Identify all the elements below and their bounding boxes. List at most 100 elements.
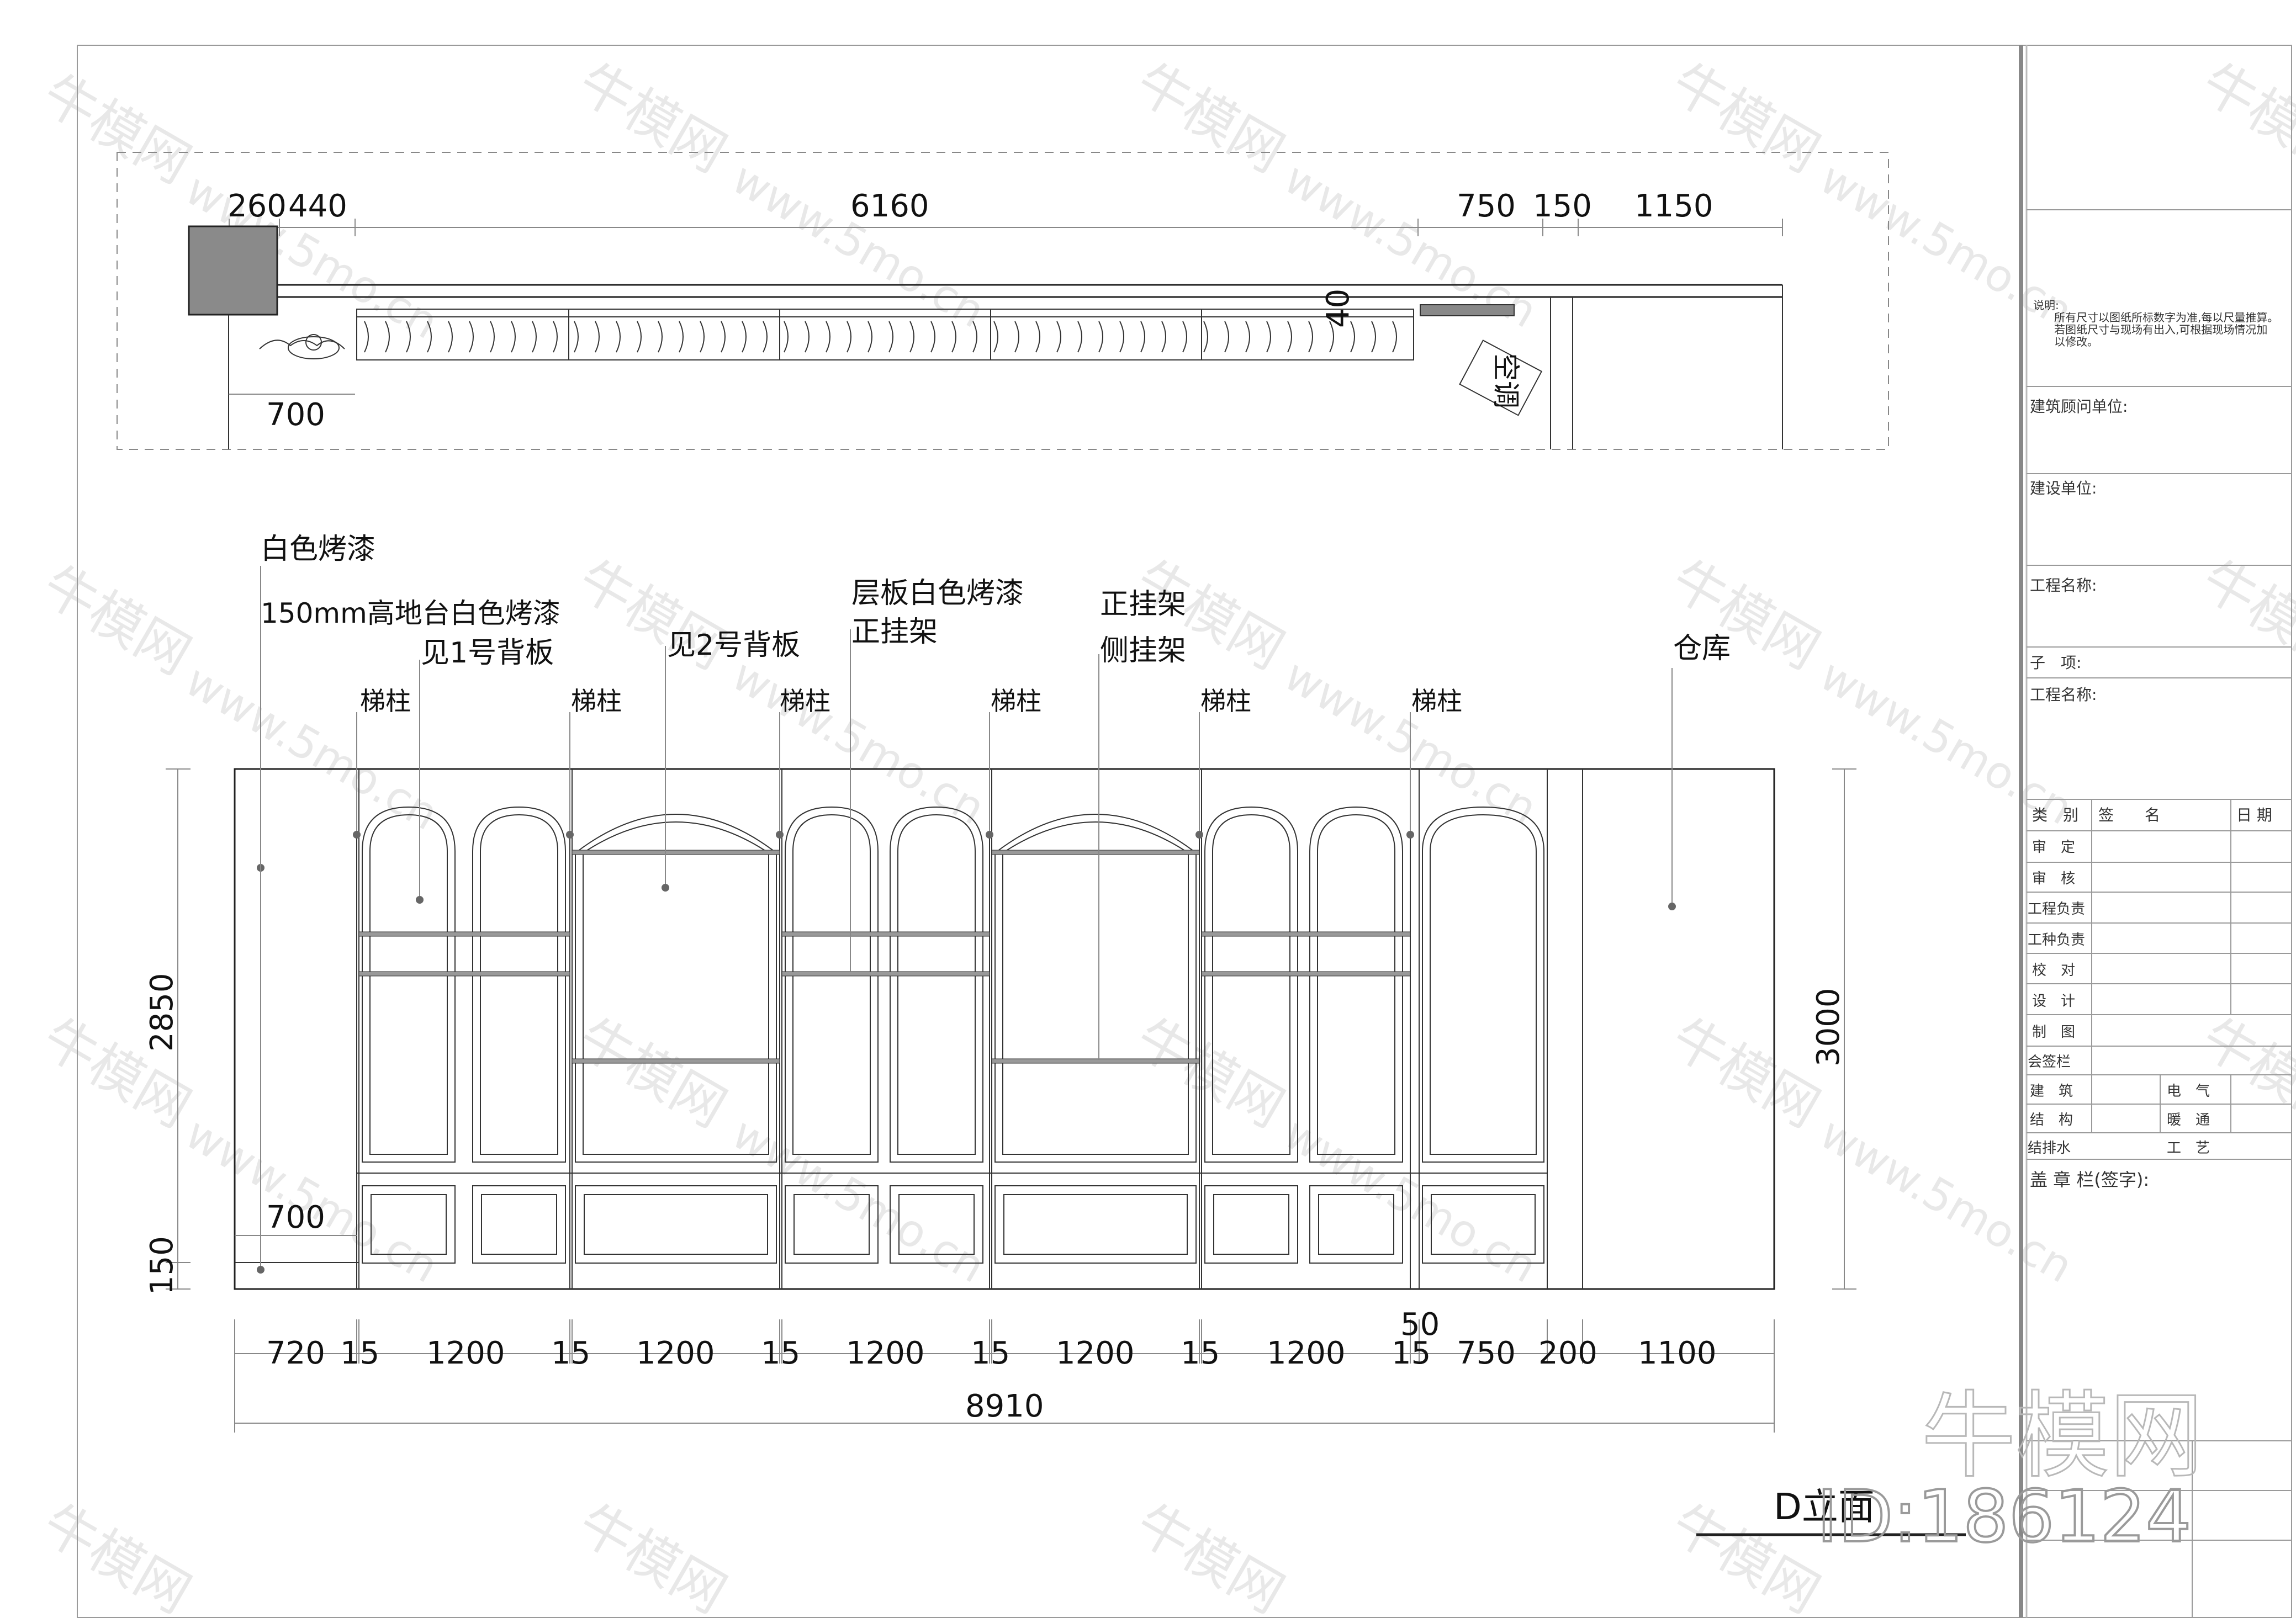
callout-leaders <box>257 566 1676 1274</box>
elev-dim-bottom: 750 <box>1457 1335 1516 1371</box>
plan-hangers <box>364 321 1397 353</box>
plan-mannequin-symbol <box>259 334 345 359</box>
arched-panel-inner <box>1212 814 1290 1155</box>
arched-panel-inner <box>792 814 871 1155</box>
callout-platform: 150mm高地台白色烤漆 <box>261 597 560 629</box>
title-note-line: 所有尺寸以图纸所标数字为准,每以尺量推算。 <box>2054 311 2278 324</box>
hanger-mark <box>364 321 369 353</box>
arched-panel-inner <box>480 814 558 1155</box>
hanger-mark <box>1182 321 1187 353</box>
hanger-mark <box>888 321 893 353</box>
elevation-panels <box>357 806 1547 1264</box>
hanger-mark <box>847 321 851 353</box>
hanger-mark <box>637 321 642 353</box>
elev-dim-50: 50 <box>1400 1307 1440 1343</box>
sign-row: 制 图 <box>2032 1024 2075 1041</box>
field-project: 工程名称: <box>2030 576 2097 595</box>
hanger-mark <box>1119 321 1124 353</box>
hanger-mark <box>1392 321 1397 353</box>
watermark-stamp-logo: 牛模网 <box>1922 1382 2203 1491</box>
watermark-logo-text: 牛模网 <box>1126 1492 1294 1623</box>
callout-white-paint: 白色烤漆 <box>261 533 375 566</box>
hanger-mark <box>1287 321 1292 353</box>
hanger-mark <box>1329 321 1334 353</box>
hanger-mark <box>763 321 768 353</box>
plan-hanging-rail <box>356 309 1414 360</box>
elev-dim-bottom: 720 <box>266 1335 325 1371</box>
callout-ladder-post: 梯柱 <box>571 686 622 716</box>
elevation-outline <box>234 768 1775 1290</box>
arched-panel-inner <box>369 814 448 1155</box>
hanger-mark <box>448 321 453 353</box>
elev-dim-2850: 2850 <box>144 973 180 1052</box>
hanger-mark <box>1308 321 1313 353</box>
base-panel-inner <box>1003 1194 1188 1255</box>
hanger-mark <box>1266 321 1271 353</box>
countersign-row: 工 艺 <box>2167 1140 2210 1157</box>
wide-arched-panel-inner <box>583 821 769 1155</box>
hanger-mark <box>1371 321 1376 353</box>
base-panel <box>575 1185 777 1264</box>
elev-dim-700: 700 <box>266 1200 325 1235</box>
arched-panel <box>1309 806 1403 1163</box>
elev-dim-bottom: 15 <box>761 1335 800 1371</box>
hanger-mark <box>700 321 705 353</box>
base-panel-inner <box>1213 1194 1289 1255</box>
sign-header-date: 日 期 <box>2236 806 2272 824</box>
callout-ladder-post: 梯柱 <box>1200 686 1251 716</box>
watermark-logo-text: 牛模网 <box>568 1492 737 1623</box>
plan-dim-6160: 6160 <box>850 188 929 224</box>
hanger-mark <box>532 321 537 353</box>
arched-panel <box>890 806 983 1163</box>
plan-structural-column <box>188 225 278 316</box>
base-panel-inner <box>1318 1194 1394 1255</box>
base-panel <box>994 1185 1197 1264</box>
arched-panel <box>472 806 566 1163</box>
plan-dim-700: 700 <box>266 397 325 433</box>
countersign-label: 会签栏 <box>2028 1054 2071 1070</box>
sign-header-category: 类 别 <box>2032 806 2078 824</box>
elevation-shelves <box>358 850 1411 1064</box>
base-panel <box>785 1185 879 1264</box>
countersign-row: 建 筑 <box>2030 1083 2073 1100</box>
hanger-mark <box>930 321 935 353</box>
hanger-mark <box>1014 321 1019 353</box>
hanger-mark <box>427 321 432 353</box>
callout-backboard-2: 见2号背板 <box>667 629 800 662</box>
elev-dim-bottom: 200 <box>1538 1335 1597 1371</box>
elev-dim-bottom: 15 <box>971 1335 1010 1371</box>
arched-panel <box>362 806 456 1163</box>
elev-dim-bottom: 15 <box>551 1335 590 1371</box>
arched-panel <box>1204 806 1298 1163</box>
callout-warehouse: 仓库 <box>1673 632 1731 665</box>
plan-dim-440: 440 <box>288 188 347 224</box>
watermark-logo-text: 牛模网 <box>33 1492 201 1623</box>
elev-dim-bottom: 1100 <box>1638 1335 1717 1371</box>
sign-header-name: 签 名 <box>2098 806 2160 824</box>
hanger-mark <box>595 321 600 353</box>
field-project-2: 工程名称: <box>2030 686 2097 704</box>
arched-panel <box>1422 806 1544 1163</box>
plan-dim-1150: 1150 <box>1634 188 1713 224</box>
base-panel <box>890 1185 983 1264</box>
field-subitem: 子 项: <box>2030 654 2081 672</box>
hanger-mark <box>993 321 998 353</box>
sign-row: 工程负责 <box>2028 901 2085 917</box>
callout-ladder-post: 梯柱 <box>991 686 1041 716</box>
title-note-line: 以修改。 <box>2054 335 2098 348</box>
wide-arched-panel <box>994 814 1197 1163</box>
view-title: D立面 <box>1774 1486 1875 1528</box>
elev-dim-bottom: 15 <box>1392 1335 1431 1371</box>
seal-label: 盖 章 栏(签字): <box>2030 1169 2149 1190</box>
base-panel-inner <box>371 1194 447 1255</box>
watermark-stamp-id: ID:186124 <box>1817 1475 2192 1558</box>
wide-arched-panel <box>575 814 777 1163</box>
callout-ladder-post: 梯柱 <box>1411 686 1462 716</box>
elev-dim-bottom: 1200 <box>1267 1335 1346 1371</box>
hanger-mark <box>1203 321 1208 353</box>
base-panel-inner <box>1431 1194 1536 1255</box>
arched-panel-inner <box>897 814 976 1155</box>
callout-ladder-post: 梯柱 <box>360 686 411 716</box>
plan-dim-150: 150 <box>1533 188 1592 224</box>
